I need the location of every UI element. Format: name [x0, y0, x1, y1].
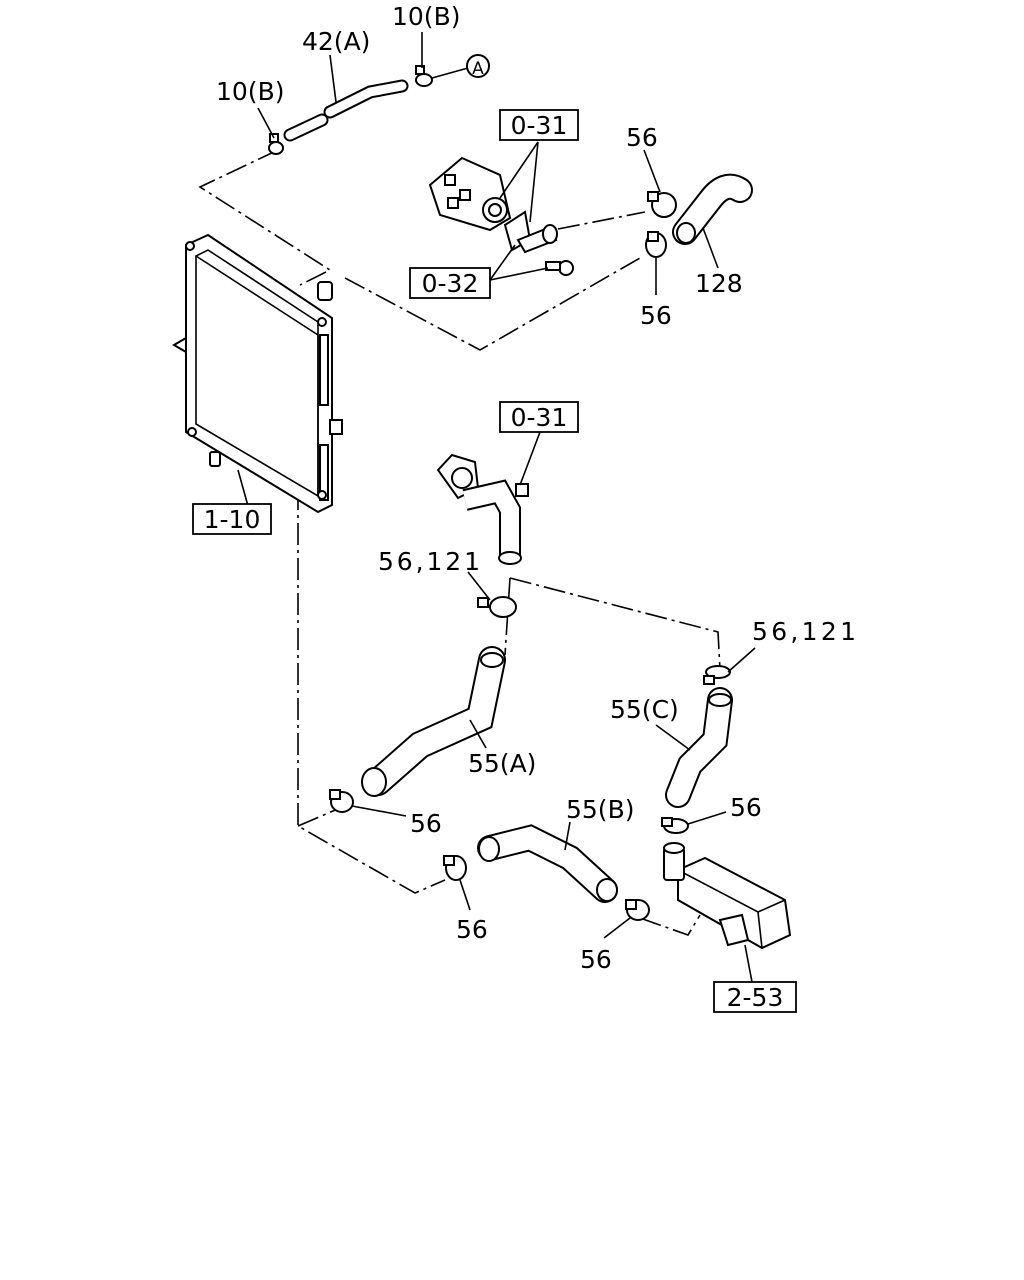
label-128: 128 — [695, 269, 743, 298]
label-56-c: 56 — [456, 915, 488, 944]
ref-box-0-31-mid — [499, 401, 579, 433]
label-10b-left: 10(B) — [216, 77, 284, 106]
clamp-56-121-left — [477, 596, 517, 618]
hose-42a — [283, 79, 409, 142]
label-56-b: 56 — [730, 793, 762, 822]
circle-a-reference: A — [466, 54, 490, 79]
water-outlet-pipe — [436, 453, 529, 565]
clamp-56-bottom-left — [443, 855, 467, 881]
oil-cooler — [663, 842, 792, 950]
ref-box-0-31-top — [499, 109, 579, 141]
label-56-d: 56 — [580, 945, 612, 974]
leader-lines — [237, 32, 756, 983]
clamp-56-121-right — [703, 665, 731, 685]
clamp-56-mid — [645, 231, 667, 258]
label-55a: 55(A) — [468, 749, 536, 778]
hose-128 — [672, 173, 753, 245]
clamp-10b-top — [415, 65, 433, 87]
label-1-10: 1-10 — [204, 505, 261, 534]
label-0-31-mid: 0-31 — [511, 403, 568, 432]
clamp-56-left — [329, 789, 354, 813]
label-56-top: 56 — [626, 123, 658, 152]
ref-box-2-53 — [713, 981, 797, 1013]
ref-box-0-32 — [409, 267, 491, 299]
label-55c: 55(C) — [610, 695, 679, 724]
clamp-56-top — [647, 191, 677, 218]
label-56-mid: 56 — [640, 301, 672, 330]
label-56-a: 56 — [410, 809, 442, 838]
label-56-121-right: 56,121 — [752, 617, 856, 646]
clamp-56-right — [661, 817, 689, 834]
hose-55a — [361, 646, 506, 797]
radiator — [172, 233, 343, 514]
ref-box-1-10 — [192, 503, 272, 535]
svg-text:A: A — [472, 59, 484, 79]
label-0-32: 0-32 — [422, 269, 479, 298]
label-10b-top: 10(B) — [392, 2, 460, 31]
label-0-31-top: 0-31 — [511, 111, 568, 140]
thermostat-housing — [428, 156, 574, 276]
clamp-56-bottom-right — [625, 899, 650, 921]
clamp-10b-left — [268, 133, 284, 155]
label-56-121-left: 56,121 — [378, 547, 480, 576]
hose-55b — [477, 824, 618, 903]
label-55b: 55(B) — [566, 795, 634, 824]
hose-55c — [665, 687, 733, 808]
label-2-53: 2-53 — [727, 983, 784, 1012]
label-42a: 42(A) — [302, 27, 370, 56]
